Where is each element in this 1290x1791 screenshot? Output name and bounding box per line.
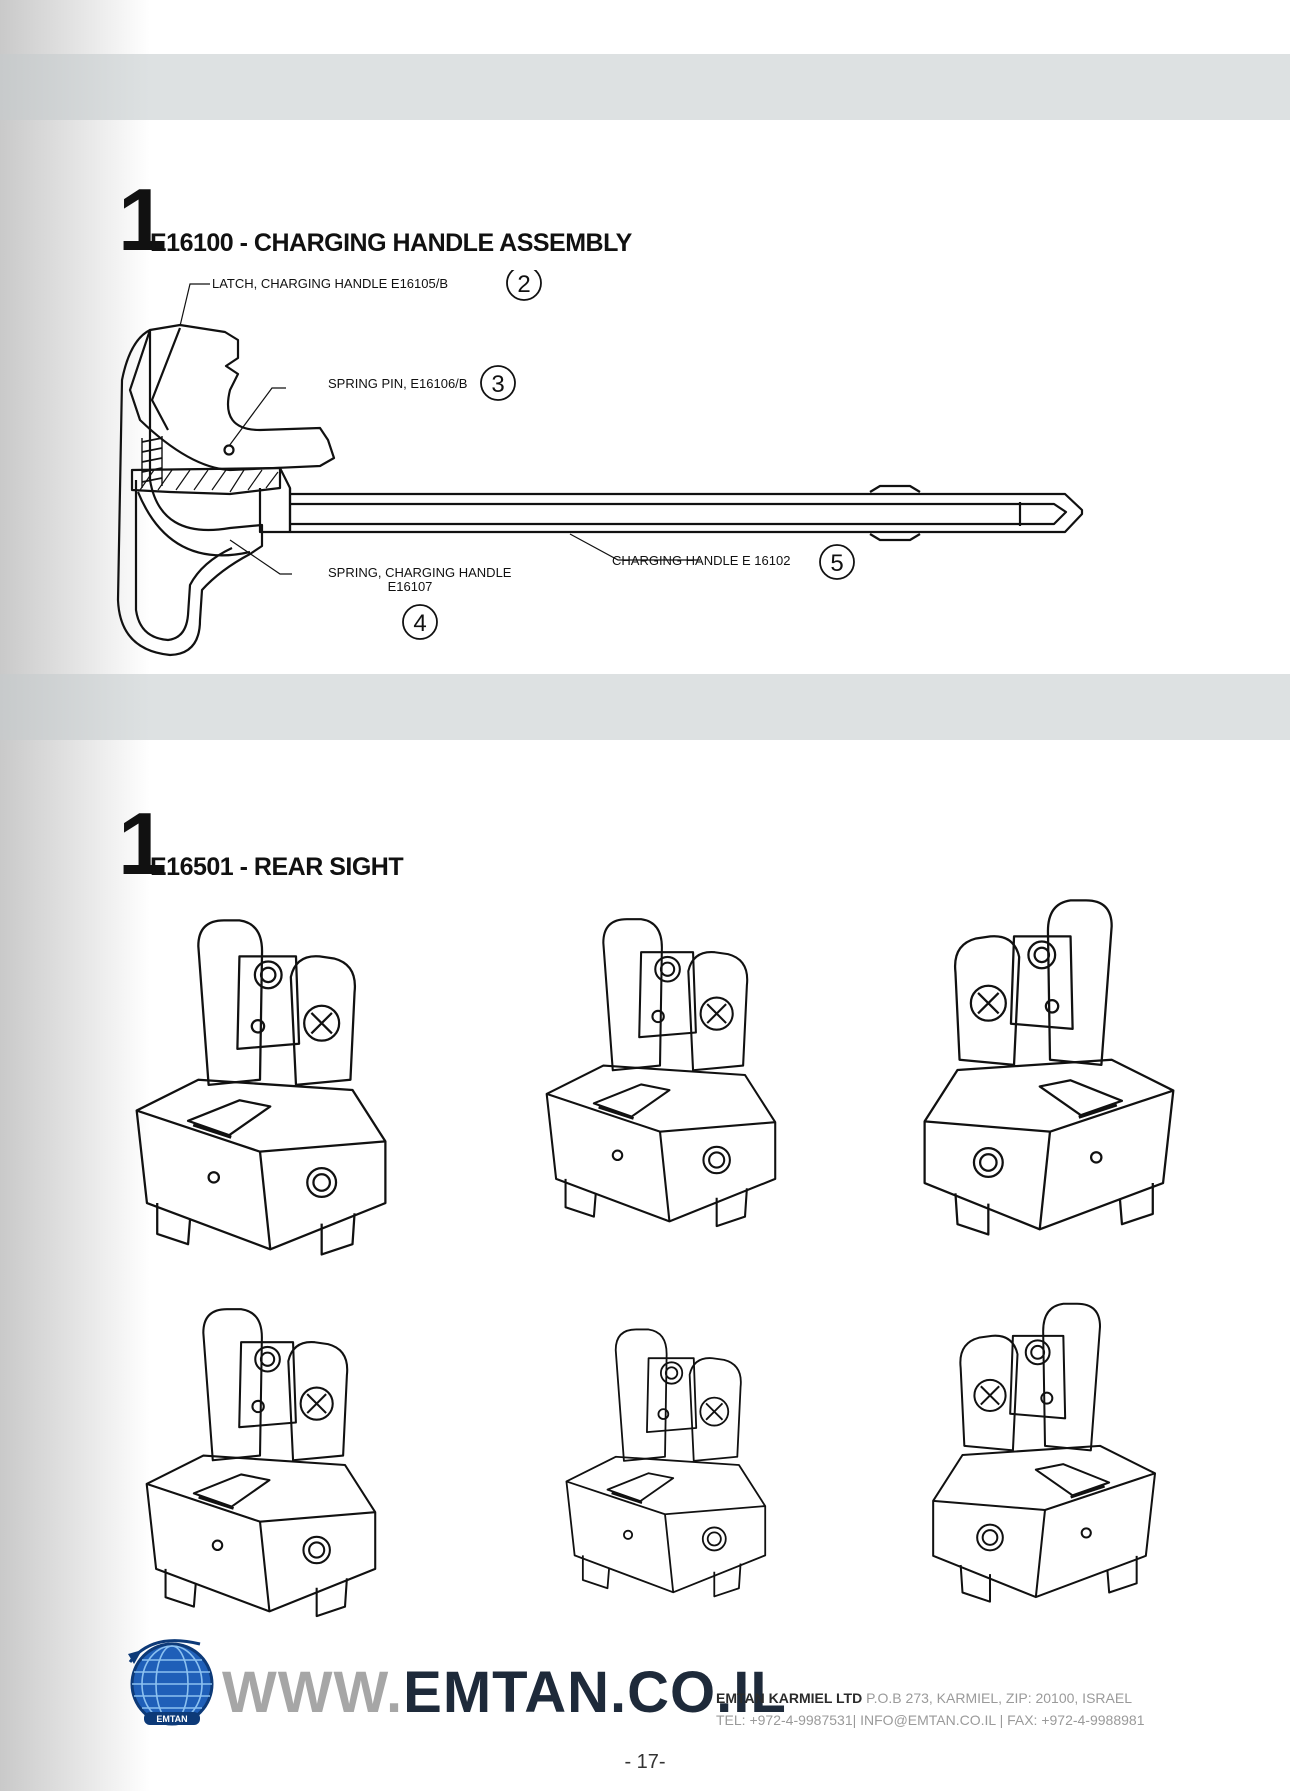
callout-label-spring-code: E16107	[388, 579, 433, 594]
callout-label-charging-handle: CHARGING HANDLE E 16102	[612, 553, 790, 568]
callout-circle-3	[480, 365, 516, 401]
rear-sight-view-4	[145, 1307, 377, 1618]
page-gutter-shade	[0, 0, 150, 1791]
callout-label-spring-pin: SPRING PIN, E16106/B	[328, 376, 467, 391]
callout-number-5: 5	[830, 550, 843, 577]
charging-handle-drawing: LATCH, CHARGING HANDLE E16105/B 2 SPRING…	[116, 270, 1084, 657]
logo-text: EMTAN	[156, 1714, 187, 1724]
callout-number-4: 4	[413, 610, 426, 637]
rear-sight-view-1	[135, 918, 387, 1256]
callout-circle-4	[402, 604, 438, 640]
address-text: P.O.B 273, KARMIEL, ZIP: 20100, ISRAEL	[862, 1690, 1132, 1706]
url-domain: EMTAN.CO.IL	[403, 1660, 787, 1725]
rear-sight-view-3	[923, 898, 1175, 1236]
callout-circle-2	[506, 270, 542, 301]
rear-sight-view-2	[545, 917, 777, 1228]
company-contacts: TEL: +972-4-9987531| INFO@EMTAN.CO.IL | …	[716, 1712, 1145, 1728]
url-prefix: WWW.	[222, 1660, 404, 1725]
callout-circle-5	[819, 544, 855, 580]
callout-label-spring: SPRING, CHARGING HANDLE	[328, 565, 512, 580]
section-band-top	[0, 54, 1290, 120]
section-title: E16100 - CHARGING HANDLE ASSEMBLY	[150, 229, 632, 257]
callout-label-latch: LATCH, CHARGING HANDLE E16105/B	[212, 276, 448, 291]
website-url[interactable]: WWW.EMTAN.CO.IL	[222, 1658, 787, 1728]
emtan-globe-logo: EMTAN	[128, 1639, 214, 1726]
section-number: 1	[118, 170, 167, 269]
rear-sight-view-5	[565, 1328, 767, 1598]
page-number: - 17-	[624, 1751, 666, 1773]
section-heading-charging-handle: 1 E16100 - CHARGING HANDLE ASSEMBLY	[118, 170, 818, 269]
callout-number-3: 3	[491, 371, 504, 398]
rear-sight-view-6	[931, 1302, 1157, 1604]
company-name: EMTAN KARMIEL LTD	[716, 1690, 863, 1706]
section-number: 1	[118, 794, 167, 893]
company-address: EMTAN KARMIEL LTD P.O.B 273, KARMIEL, ZI…	[716, 1690, 1132, 1706]
section-heading-rear-sight: 1 E16501 - REAR SIGHT	[118, 794, 818, 893]
section-title: E16501 - REAR SIGHT	[150, 853, 404, 881]
callout-number-2: 2	[517, 271, 530, 298]
section-band-middle	[0, 674, 1290, 740]
